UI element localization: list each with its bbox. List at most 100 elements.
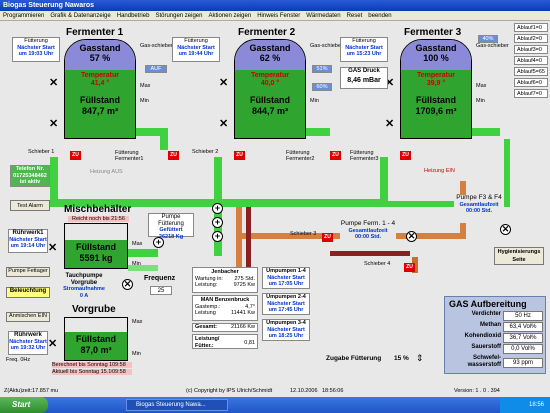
gas-pct: 100 % xyxy=(423,53,449,63)
ruehrwerk1-box[interactable]: Rührwerk1 Nächster Start um 19:14 Uhr xyxy=(8,229,48,253)
aktuell-zeit: 09:58 xyxy=(112,369,132,375)
feed-box-3[interactable]: Fütterung Nächster Start um 15:23 Uhr xyxy=(340,37,388,62)
ablauf-1: Ablauf1=0 xyxy=(514,23,548,32)
pump-icon[interactable]: ✕ xyxy=(500,224,511,235)
schieber4-zu[interactable]: ZU xyxy=(404,263,415,272)
agitator-icon: ✕ xyxy=(219,118,229,130)
jenbacher-w-val: 275 Std. xyxy=(234,275,256,282)
umpumpen-title: Umpumpen 2-4 xyxy=(266,294,306,300)
pump-icon[interactable]: + xyxy=(153,237,164,248)
fermenter3-tank[interactable]: Gasstand 100 % Temperatur 39,9 ° Füllsta… xyxy=(400,39,472,139)
gas-schieber-state[interactable]: 40% xyxy=(478,35,498,43)
agitator-icon: ✕ xyxy=(49,77,59,89)
agitator-icon: ✕ xyxy=(49,118,59,130)
anmischen-button[interactable]: Anmischen EIN xyxy=(6,312,50,322)
fermenter1-tank[interactable]: Gasstand 57 % Temperatur 41,4 ° Füllstan… xyxy=(64,39,136,139)
start-button[interactable]: Start xyxy=(0,397,48,413)
test-alarm-button[interactable]: Test Alarm xyxy=(10,200,50,211)
ablauf-7: Ablauf7=0 xyxy=(514,89,548,98)
telefon-l3: ist aktiv xyxy=(19,179,41,185)
min-label: Min xyxy=(132,261,141,267)
menu-grafik[interactable]: Grafik & Datenanzeige xyxy=(50,13,111,19)
umpumpen-title: Umpumpen 1-4 xyxy=(266,268,306,274)
menu-beenden[interactable]: beenden xyxy=(368,13,392,19)
pumpe-fettager-button[interactable]: Pumpe Fettager xyxy=(6,267,50,277)
mischbehaelter-tank[interactable]: Füllstand 5591 kg xyxy=(64,223,128,269)
min-label: Min xyxy=(140,98,149,104)
status-left: Z(Aktu)zeit:17.857 mu xyxy=(4,388,59,394)
valve-icon[interactable]: + xyxy=(212,231,223,242)
fill-value: 5591 kg xyxy=(79,253,113,263)
fuetterung-ferm2: Fütterung Fermenter2 xyxy=(286,150,315,162)
gas-schieber-label: Gas-schieber xyxy=(310,43,343,49)
ruehrwerk1-l2: um 19:14 Uhr xyxy=(10,243,46,249)
menu-handbetrieb[interactable]: Handbetrieb xyxy=(116,13,150,19)
version: Version: 1 . 0 . 394 xyxy=(454,388,500,394)
tray-clock: 18:56 xyxy=(500,397,550,413)
feed-valve-zu[interactable]: ZU xyxy=(168,151,179,160)
fermenter2-tank[interactable]: Gasstand 62 % Temperatur 40,0 ° Füllstan… xyxy=(234,39,306,139)
umpumpen-title: Umpumpen 3-4 xyxy=(266,320,306,326)
gas-row-label: Methan xyxy=(480,322,501,328)
umpumpen-2-4[interactable]: Umpumpen 2-4 Nächster Start um 17:45 Uhr xyxy=(262,293,310,315)
vorgrube-tank[interactable]: Füllstand 87,0 m³ xyxy=(64,317,128,361)
gas-zone: Gasstand 100 % xyxy=(401,40,471,70)
menu-aktionen[interactable]: Aktionen zeigen xyxy=(208,13,252,19)
valve-icon[interactable]: + xyxy=(212,203,223,214)
umpumpen-l2: um 17:05 Uhr xyxy=(268,281,304,287)
pumpe-fuetterung-box[interactable]: Pumpe Fütterung Gefüttert 26218 Kg xyxy=(148,213,194,240)
gas-schieber-state[interactable]: AUF xyxy=(145,65,167,73)
temp-value: 40,0 ° xyxy=(260,80,280,87)
mischbehaelter-title: Mischbehälter xyxy=(64,204,132,215)
frequenz-input[interactable]: 25 xyxy=(150,286,172,295)
menu-waermedaten[interactable]: Wärmedaten xyxy=(306,13,341,19)
feed-line2: um 19:03 Uhr xyxy=(18,51,54,57)
menu-stoerungen[interactable]: Störungen zeigen xyxy=(155,13,203,19)
fill-label: Füllstand xyxy=(250,95,290,105)
window-title: Biogas Steuerung Nawaros xyxy=(0,0,550,11)
feed-box-1[interactable]: Fütterung Nächster Start um 19:03 Uhr xyxy=(12,37,60,62)
menu-reset[interactable]: Reset xyxy=(346,13,363,19)
feed-box-2[interactable]: Fütterung Nächster Start um 19:44 Uhr xyxy=(172,37,220,62)
hygienisierung-button[interactable]: Hygienisierungs Seite xyxy=(494,247,544,265)
schieber1-label: Schieber 1 xyxy=(28,149,55,155)
max-label: Max xyxy=(132,319,143,325)
umpumpen-3-4[interactable]: Umpumpen 3-4 Nächster Start um 18:25 Uhr xyxy=(262,319,310,341)
gas-druck-box: GAS Druck 8,46 mBar xyxy=(340,67,388,89)
valve-icon[interactable]: ✕ xyxy=(406,231,417,242)
menu-programmieren[interactable]: Programmieren xyxy=(3,13,45,19)
valve-icon[interactable]: ✕ xyxy=(122,279,133,290)
gas-row-value: 36,7 Vol% xyxy=(503,333,543,343)
menu-hinweis[interactable]: Hinweis Fenster xyxy=(257,13,301,19)
gas-row-label: Sauerstoff xyxy=(471,344,501,350)
gas-schieber-state[interactable]: 51% xyxy=(312,65,332,73)
pumpe-ferm-box: Pumpe Ferm. 1 - 4 Gesamtlaufzeit 00:00 S… xyxy=(340,220,396,245)
taskbar-app-button[interactable]: Biogas Steuerung Nawa... xyxy=(126,399,228,411)
schieber3-zu-top[interactable]: ZU xyxy=(400,151,411,160)
pipe xyxy=(470,128,500,136)
temp-value: 39,9 ° xyxy=(426,80,446,87)
beleuchtung-button[interactable]: Beleuchtung xyxy=(6,287,50,298)
ruehrwerk-box[interactable]: Rührwerk Nächster Start um 19:32 Uhr xyxy=(8,331,48,355)
temp-label: Temperatur xyxy=(81,72,119,79)
tauchpumpe-l4: 0 A xyxy=(79,292,89,299)
ruehrwerk1-l1: Nächster Start xyxy=(9,236,47,243)
freq-hz: Freq. 0Hz xyxy=(6,357,31,363)
pipe xyxy=(412,257,418,273)
ablauf-5: Ablauf5=65 xyxy=(514,67,548,76)
valve-icon[interactable]: + xyxy=(212,217,223,228)
zugabe-value[interactable]: 15 % xyxy=(394,355,409,362)
schieber2-label: Schieber 2 xyxy=(192,149,219,155)
spin-arrows-icon[interactable]: ⇕ xyxy=(416,353,424,363)
liquid-zone: Temperatur 41,4 ° Füllstand 847,7 m³ xyxy=(65,70,135,138)
schieber1-zu[interactable]: ZU xyxy=(70,151,81,160)
ruehrwerk-l2: um 19:32 Uhr xyxy=(10,345,46,351)
schieber3-zu[interactable]: ZU xyxy=(322,233,333,242)
schieber2-zu[interactable]: ZU xyxy=(234,151,245,160)
feed-valve-zu[interactable]: ZU xyxy=(330,151,341,160)
fill-value: 844,7 m³ xyxy=(251,106,289,116)
man-title: MAN Benzenbruck xyxy=(200,297,250,303)
gas-row-value: 63,4 Vol% xyxy=(503,322,543,332)
umpumpen-1-4[interactable]: Umpumpen 1-4 Nächster Start um 17:05 Uhr xyxy=(262,267,310,289)
